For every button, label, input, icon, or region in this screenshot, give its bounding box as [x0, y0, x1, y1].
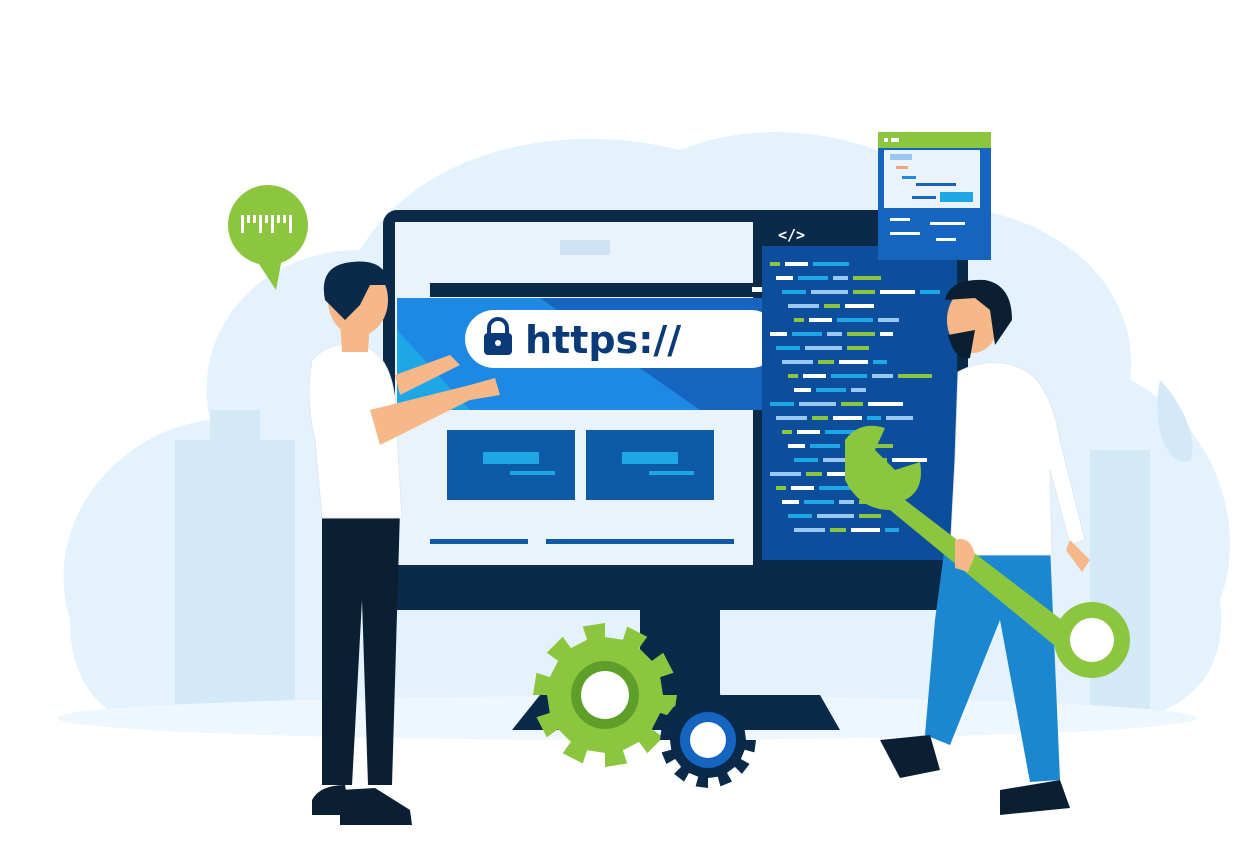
- code-line: [799, 402, 836, 406]
- code-line: [816, 388, 846, 392]
- code-line: [865, 444, 893, 448]
- code-line: [788, 514, 812, 518]
- code-line: [853, 276, 881, 280]
- code-line: [776, 346, 800, 350]
- code-line: [788, 304, 819, 308]
- code-line: [797, 430, 820, 434]
- code-line: [880, 332, 893, 336]
- code-line: [782, 290, 806, 294]
- code-line: [827, 472, 856, 476]
- code-line: [813, 262, 849, 266]
- wrench-icon: [845, 425, 1130, 678]
- url-text: https://: [525, 318, 681, 362]
- code-line: [885, 528, 899, 532]
- code-line: [818, 360, 834, 364]
- code-line: [806, 472, 822, 476]
- code-line: [794, 528, 825, 532]
- code-line: [817, 514, 854, 518]
- code-line: [872, 374, 893, 378]
- content-card: [586, 430, 714, 500]
- code-line: [847, 332, 875, 336]
- lock-icon: [484, 317, 512, 355]
- code-line: [788, 444, 805, 448]
- code-line: [794, 318, 804, 322]
- code-line: [782, 500, 799, 504]
- code-line: [782, 360, 813, 364]
- code-line: [873, 360, 887, 364]
- code-line: [859, 514, 881, 518]
- code-line: [776, 276, 793, 280]
- code-line: [833, 276, 848, 280]
- code-line: [851, 528, 880, 532]
- code-line: [853, 290, 875, 294]
- address-bar[interactable]: https://: [465, 310, 780, 368]
- code-line: [803, 374, 826, 378]
- code-line: [825, 430, 861, 434]
- code-line: [770, 472, 801, 476]
- code-line: [847, 346, 869, 350]
- code-line: [878, 318, 899, 322]
- code-line: [892, 458, 927, 462]
- code-line: [831, 374, 867, 378]
- chat-bubble-icon: [228, 185, 308, 290]
- code-line: [788, 374, 798, 378]
- code-line: [827, 332, 842, 336]
- code-line: [791, 486, 814, 490]
- code-line: [851, 388, 866, 392]
- code-line: [868, 402, 903, 406]
- code-line: [792, 332, 822, 336]
- code-line: [805, 346, 842, 350]
- code-line: [819, 486, 855, 490]
- code-line: [770, 402, 794, 406]
- code-line: [920, 290, 940, 294]
- code-line: [776, 416, 807, 420]
- code-line: [841, 402, 863, 406]
- code-line: [824, 304, 840, 308]
- code-window: [878, 132, 991, 260]
- code-line: [880, 290, 915, 294]
- code-panel: </>: [762, 222, 957, 560]
- code-line: [898, 374, 932, 378]
- code-line: [810, 444, 840, 448]
- code-line: [794, 458, 818, 462]
- code-line: [845, 304, 874, 308]
- code-line: [830, 528, 846, 532]
- code-line: [839, 360, 868, 364]
- code-line: [776, 486, 786, 490]
- code-line: [809, 318, 832, 322]
- code-line: [794, 388, 811, 392]
- code-line: [823, 458, 860, 462]
- code-line: [770, 332, 787, 336]
- code-line: [811, 290, 848, 294]
- code-line: [867, 416, 881, 420]
- code-line: [804, 500, 834, 504]
- code-line: [785, 262, 808, 266]
- code-line: [886, 416, 913, 420]
- code-line: [798, 276, 828, 280]
- code-line: [839, 500, 854, 504]
- code-line: [837, 318, 873, 322]
- green-gear-icon: [533, 623, 677, 767]
- code-line: [812, 416, 828, 420]
- code-tag: </>: [778, 226, 805, 244]
- code-line: [782, 430, 792, 434]
- left-person: [308, 261, 500, 825]
- code-line: [770, 262, 780, 266]
- blue-gear-icon: [660, 692, 756, 788]
- code-line: [833, 416, 862, 420]
- content-card: [447, 430, 575, 500]
